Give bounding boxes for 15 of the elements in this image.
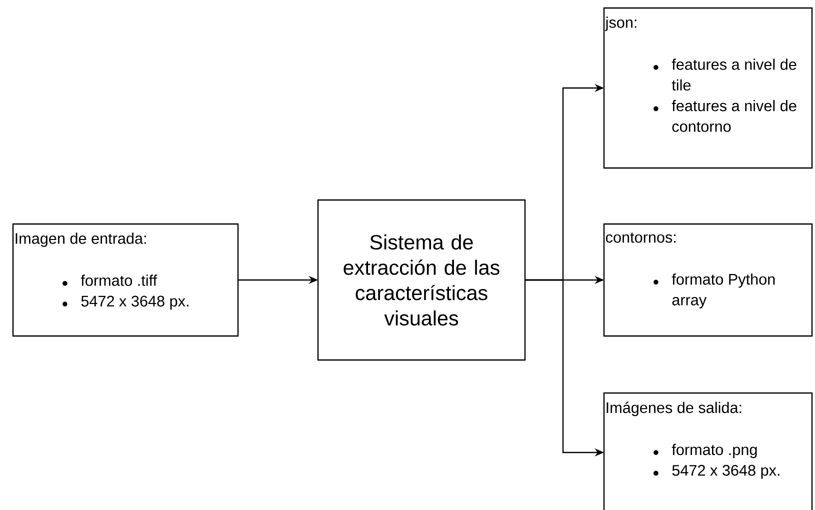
bullet-item: formato .tiff — [80, 274, 158, 286]
bullet-item: formato .png — [672, 444, 757, 458]
list-box — [603, 392, 813, 510]
list-box — [603, 223, 813, 337]
bullet-item: 5472 x 3648 px. — [81, 296, 188, 310]
box-heading: contornos: — [606, 232, 676, 243]
list-box — [12, 223, 239, 337]
bullet-item: formato Python array — [672, 273, 775, 308]
process-box: Sistema de extracción de las características visuales — [317, 199, 526, 361]
list-box — [603, 7, 813, 169]
box-heading: Imágenes de salida: — [606, 402, 742, 416]
box-heading: json: — [604, 16, 636, 31]
box-heading: Imagen de entrada: — [16, 232, 146, 247]
bullet-item: 5472 x 3648 px. — [672, 464, 780, 479]
bullet-item: features a nivel de contorno — [672, 100, 796, 132]
